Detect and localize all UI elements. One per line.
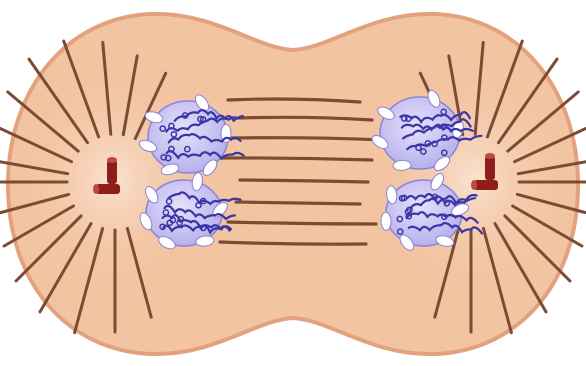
spindle-fiber [236, 202, 360, 204]
right-centriole-cap [485, 153, 495, 159]
envelope-vesicle [381, 212, 392, 230]
right-centriole-vertical [485, 156, 495, 180]
left-centriole-vertical [107, 160, 117, 184]
left-centriole-horizontal [96, 184, 120, 194]
left-centriole-cap [93, 184, 99, 194]
right-centriole-horizontal [474, 180, 498, 190]
left-centriole-cap [107, 157, 117, 163]
nuclear-envelope [146, 180, 222, 246]
right-centriole-cap [471, 180, 477, 190]
spindle-fiber [240, 180, 368, 182]
